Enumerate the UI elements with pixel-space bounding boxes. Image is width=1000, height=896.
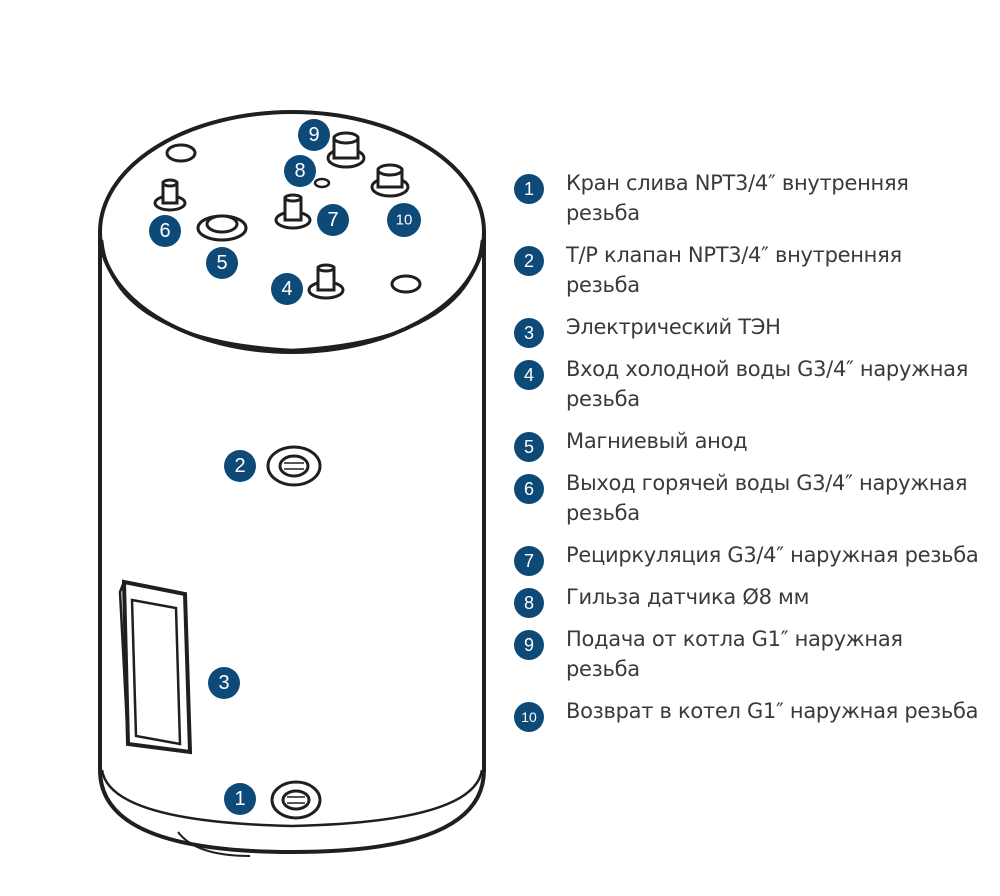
legend-item-2: 2 T/P клапан NPT3/4″ внутренняя резьба [510,240,980,300]
legend-badge-2: 2 [514,246,544,276]
svg-text:4: 4 [281,278,292,300]
legend-badge-5: 5 [514,432,544,462]
marker-3: 3 [208,667,240,699]
legend-badge-8: 8 [514,588,544,618]
legend-badge-9: 9 [514,630,544,660]
legend-badge-10: 10 [514,702,544,732]
legend-item-8: 8 Гильза датчика Ø8 мм [510,582,980,618]
legend-text-9: Подача от котла G1″ наружная резьба [566,627,903,681]
legend-text-7: Рециркуляция G3/4″ наружная резьба [566,543,979,567]
fitting-7 [274,193,312,230]
svg-text:1: 1 [234,788,245,810]
legend-item-3: 3 Электрический ТЭН [510,312,980,348]
svg-text:6: 6 [159,220,170,242]
marker-6: 6 [149,215,181,247]
heater-cover [118,579,193,755]
legend-item-4: 4 Вход холодной воды G3/4″ наружная резь… [510,354,980,414]
legend-text-8: Гильза датчика Ø8 мм [566,585,810,609]
legend-text-2: T/P клапан NPT3/4″ внутренняя резьба [566,243,902,297]
legend-badge-7: 7 [514,546,544,576]
marker-7: 7 [317,204,349,236]
svg-text:3: 3 [218,672,229,694]
marker-4: 4 [271,273,303,305]
marker-1: 1 [224,783,256,815]
marker-9: 9 [298,119,330,151]
svg-text:5: 5 [216,252,227,274]
legend-text-4: Вход холодной воды G3/4″ наружная резьба [566,357,969,411]
marker-8: 8 [284,155,316,187]
svg-text:7: 7 [327,209,338,231]
legend-badge-1: 1 [514,174,544,204]
marker-10: 10 [387,203,421,237]
legend-text-5: Магниевый анод [566,429,748,453]
fitting-6 [153,178,187,212]
svg-text:2: 2 [234,455,245,477]
marker-2: 2 [224,450,256,482]
legend-badge-6: 6 [514,474,544,504]
fitting-5-anode [196,214,248,242]
legend-item-9: 9 Подача от котла G1″ наружная резьба [510,624,980,684]
legend-text-3: Электрический ТЭН [566,315,781,339]
legend-text-10: Возврат в котел G1″ наружная резьба [566,699,979,723]
svg-text:8: 8 [294,160,305,182]
svg-text:9: 9 [308,124,319,146]
legend-item-5: 5 Магниевый анод [510,426,980,462]
legend-text-1: Кран слива NPT3/4″ внутренняя резьба [566,171,909,225]
fitting-8 [313,177,331,189]
legend: 1 Кран слива NPT3/4″ внутренняя резьба 2… [510,168,980,738]
fitting-9 [326,131,366,169]
legend-item-7: 7 Рециркуляция G3/4″ наружная резьба [510,540,980,576]
legend-text-6: Выход горячей воды G3/4″ наружная резьба [566,471,968,525]
fitting-10 [370,163,410,198]
port-2 [266,445,322,487]
legend-badge-4: 4 [514,360,544,390]
fitting-4 [307,263,345,300]
legend-item-6: 6 Выход горячей воды G3/4″ наружная резь… [510,468,980,528]
top-openings [165,143,422,294]
cap-rim [100,239,484,352]
port-1 [270,780,322,820]
marker-5: 5 [206,247,238,279]
legend-badge-3: 3 [514,318,544,348]
legend-item-10: 10 Возврат в котел G1″ наружная резьба [510,696,980,732]
legend-item-1: 1 Кран слива NPT3/4″ внутренняя резьба [510,168,980,228]
svg-text:10: 10 [396,212,413,229]
